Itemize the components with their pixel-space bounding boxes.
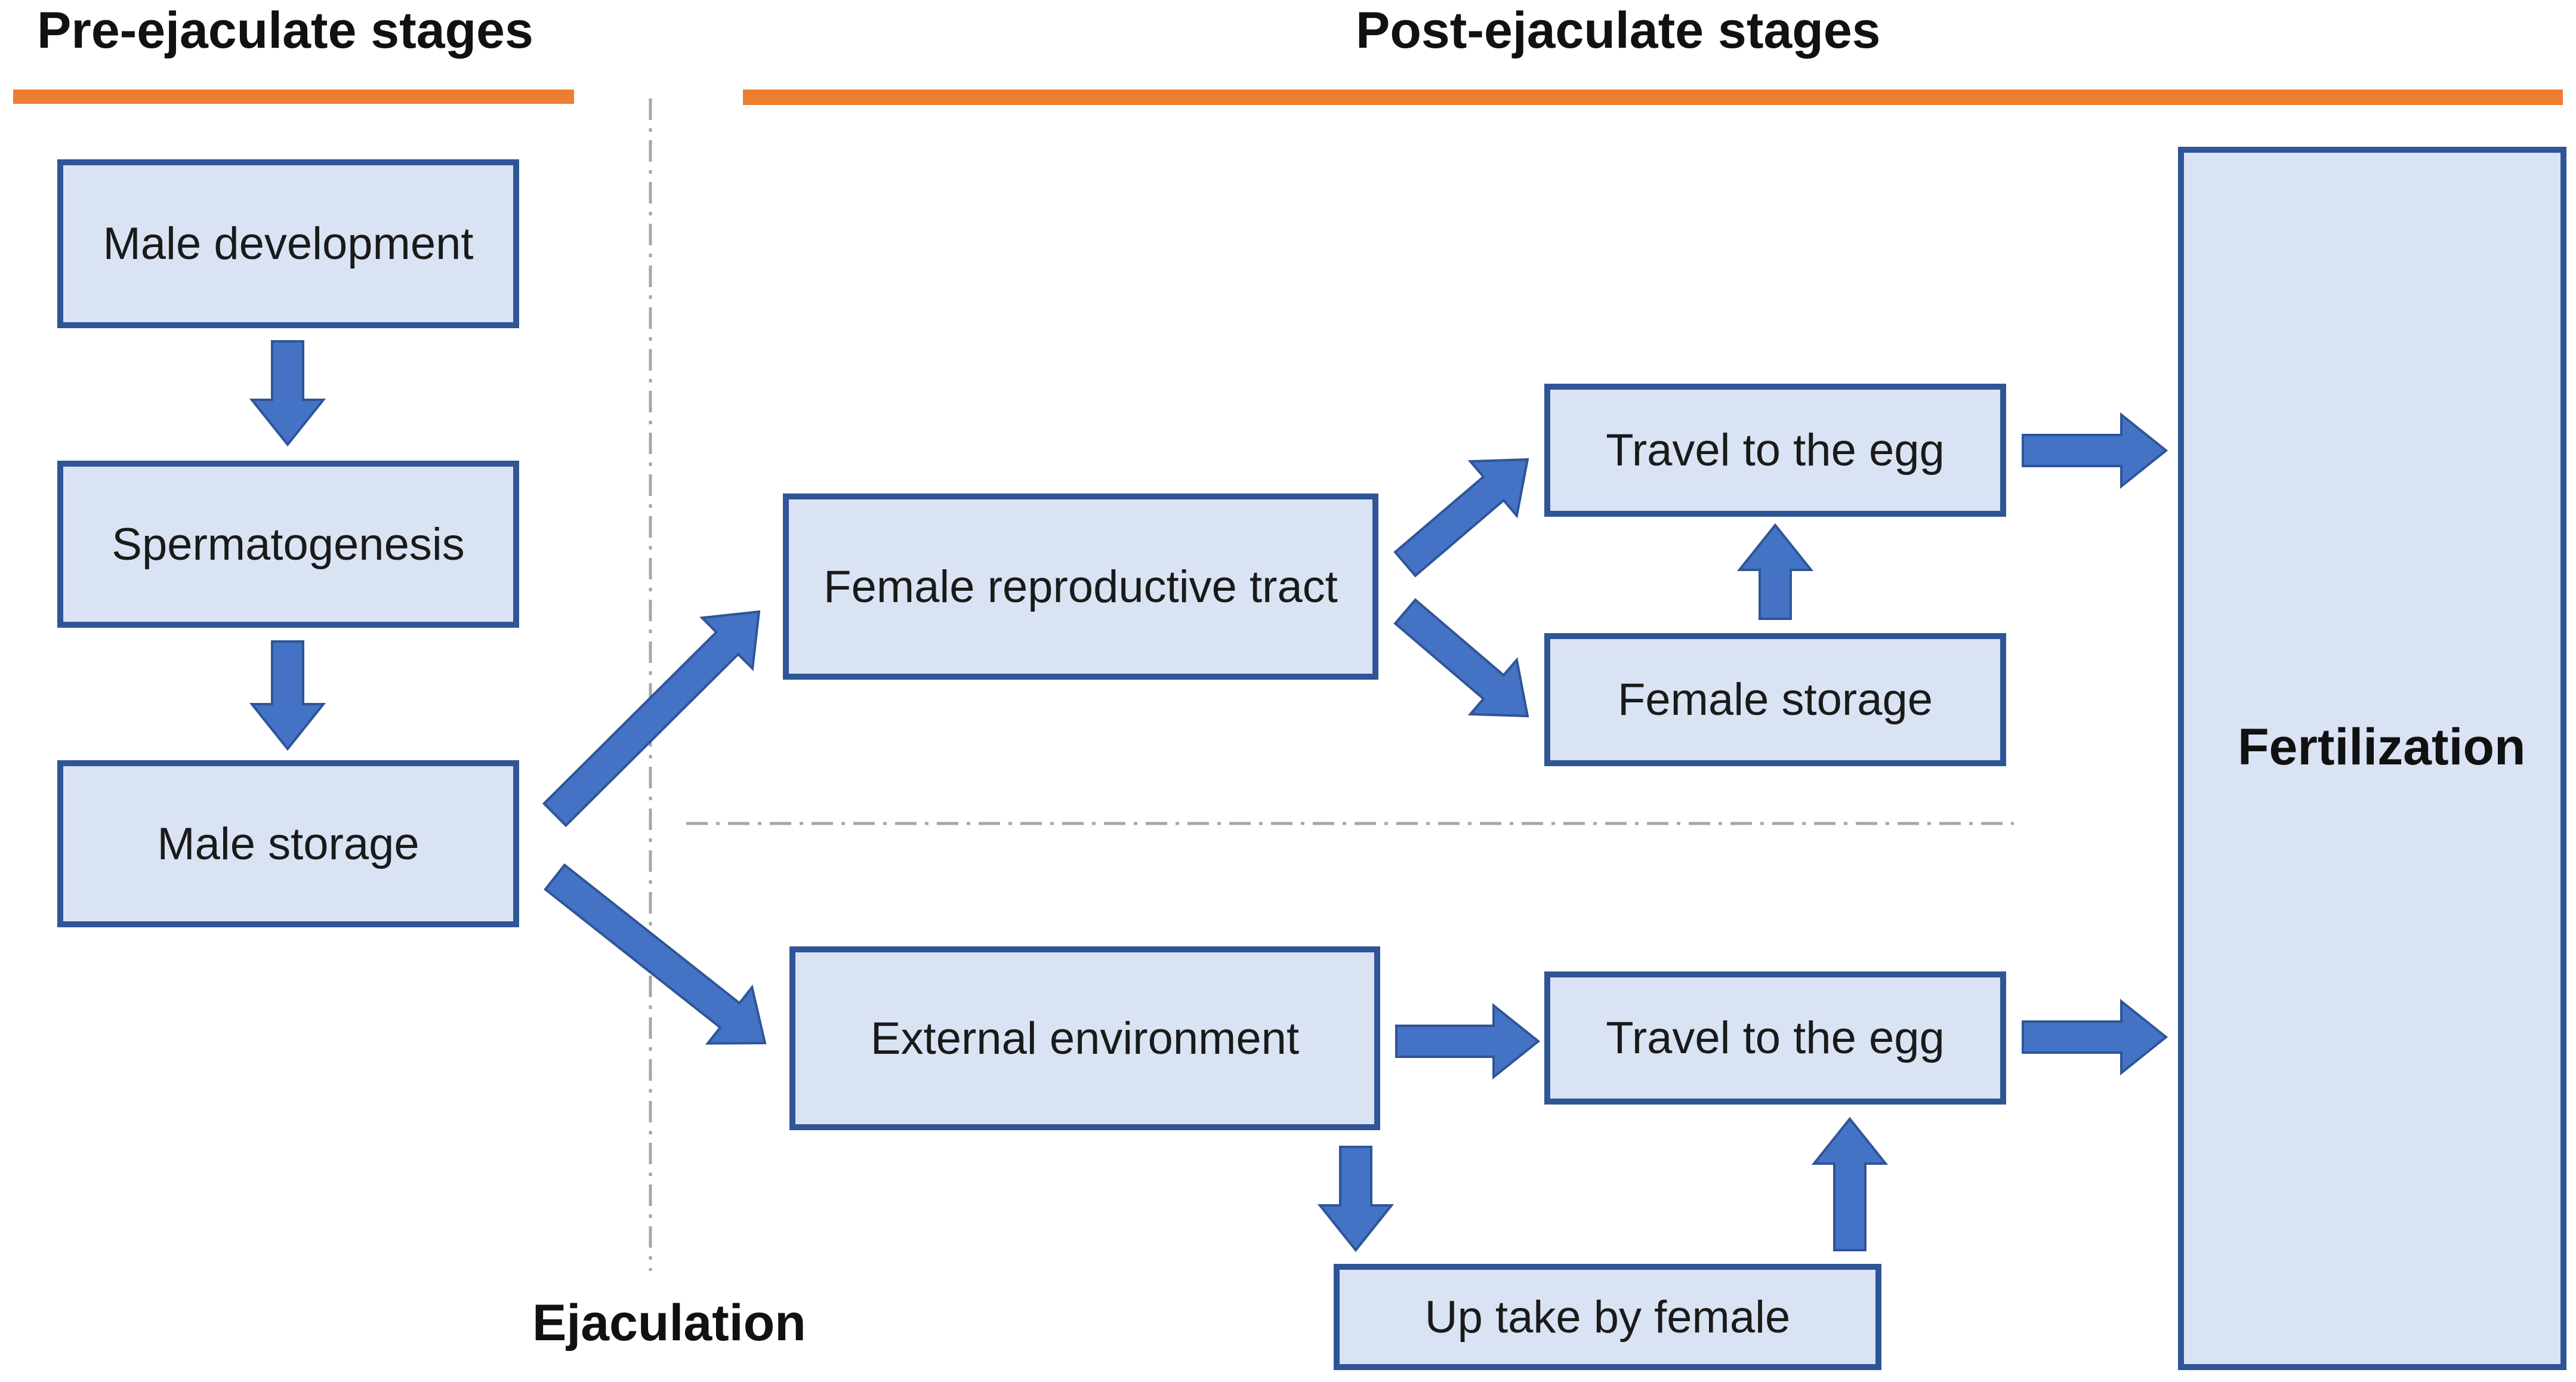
male-development-box: Male development <box>57 159 519 328</box>
arrow-spermatogenesis-to-storage <box>249 640 326 751</box>
spermatogenesis-box: Spermatogenesis <box>57 461 519 628</box>
arrow-tract-to-female-storage <box>1393 598 1529 718</box>
post-stage-bar <box>743 90 2563 105</box>
arrow-tract-to-travel-egg <box>1393 458 1529 578</box>
male-storage-box: Male storage <box>57 760 519 927</box>
travel-to-egg-internal-box: Travel to the egg <box>1544 384 2006 517</box>
arrow-female-storage-to-travel-egg <box>1736 523 1814 620</box>
fertilization-box <box>2178 147 2566 1370</box>
arrow-external-to-travel-egg <box>1395 1002 1541 1080</box>
arrow-uptake-up-to-travel-egg <box>1811 1116 1889 1251</box>
female-storage-box: Female storage <box>1544 633 2006 766</box>
arrow-external-down-to-uptake <box>1317 1146 1395 1253</box>
pre-ejaculate-header: Pre-ejaculate stages <box>37 2 533 59</box>
ejaculation-label: Ejaculation <box>532 1294 806 1352</box>
post-ejaculate-header: Post-ejaculate stages <box>1356 2 1881 59</box>
travel-to-egg-external-box: Travel to the egg <box>1544 971 2006 1105</box>
arrow-storage-to-female-tract <box>542 610 761 828</box>
arrow-storage-to-external <box>544 863 767 1045</box>
arrow-travel-egg-to-fertilization-top <box>2022 412 2168 489</box>
fertilization-label: Fertilization <box>2238 718 2526 776</box>
pre-stage-bar <box>13 90 574 104</box>
arrow-development-to-spermatogenesis <box>249 340 326 447</box>
uptake-by-female-box: Up take by female <box>1334 1264 1881 1370</box>
female-reproductive-tract-box: Female reproductive tract <box>783 493 1378 680</box>
arrows-group <box>249 340 2168 1253</box>
arrow-travel-egg-to-fertilization-bottom <box>2022 998 2168 1076</box>
external-environment-box: External environment <box>789 946 1380 1130</box>
